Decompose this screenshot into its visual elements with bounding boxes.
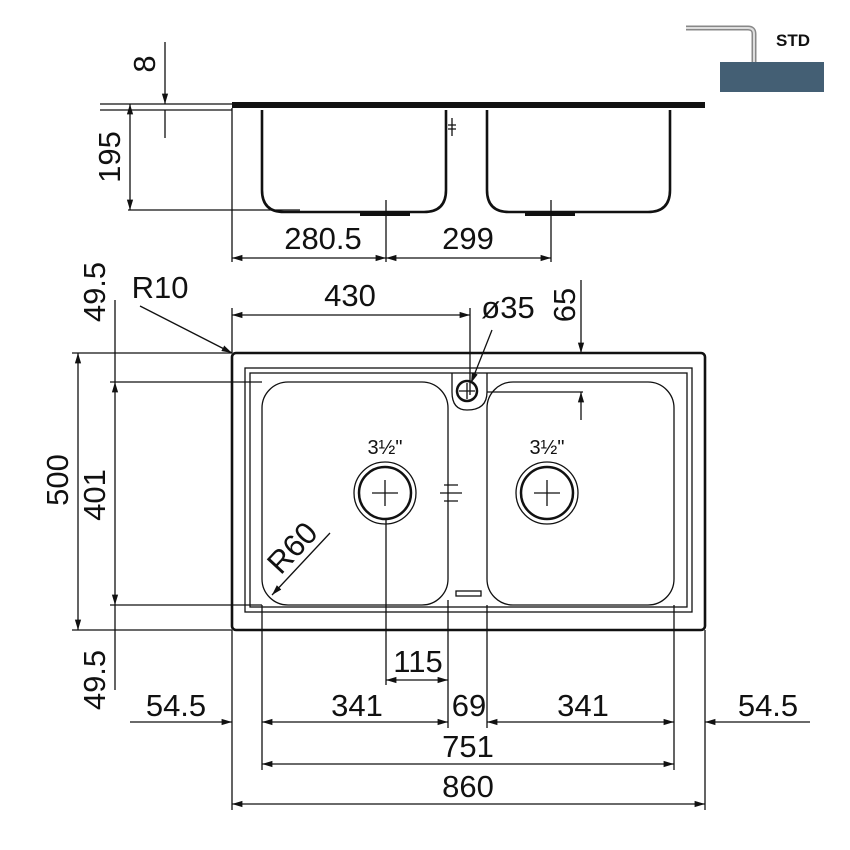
std-label: STD <box>776 31 810 50</box>
right-bowl <box>486 381 675 606</box>
bottom-margin-dim: 49.5 <box>77 650 112 710</box>
tap-hole-depth-dim: 65 <box>547 288 582 322</box>
right-drain-icon <box>515 461 579 525</box>
left-margin-dim: 54.5 <box>146 688 206 723</box>
left-drain-icon <box>353 461 417 525</box>
countertop-swatch <box>720 62 824 92</box>
left-bowl-width-dim: 341 <box>331 688 383 723</box>
overall-depth-dim: 500 <box>40 454 75 506</box>
left-drain-size: 3½" <box>368 437 403 459</box>
right-drain-size: 3½" <box>530 437 565 459</box>
left-bowl-profile <box>260 110 448 214</box>
divider-width-dim: 69 <box>452 688 486 723</box>
side-view: 8 195 280.5 299 <box>92 42 705 262</box>
std-installation-icon: STD <box>686 25 824 92</box>
top-view: 3½" 3½" R10 R60 430 ø35 65 500 401 49.5 … <box>40 262 810 810</box>
drain-to-center-dim: 115 <box>393 644 442 679</box>
right-margin-dim: 54.5 <box>738 688 798 723</box>
bowls-total-width-dim: 751 <box>442 729 494 764</box>
left-drain-offset-dim: 280.5 <box>284 221 362 256</box>
depth-dim: 195 <box>92 131 127 183</box>
top-margin-dim: 49.5 <box>77 262 112 322</box>
overflow-slot <box>455 590 482 597</box>
drain-spacing-dim: 299 <box>442 221 494 256</box>
tap-hole-icon <box>451 373 488 411</box>
bowl-depth-dim: 401 <box>77 469 112 521</box>
flange-thickness-dim: 8 <box>127 55 162 72</box>
tap-hole-offset-dim: 430 <box>324 278 376 313</box>
right-bowl-width-dim: 341 <box>557 688 609 723</box>
overall-width-dim: 860 <box>442 769 494 804</box>
right-bowl-profile <box>485 110 672 214</box>
corner-radius-dim: R10 <box>132 270 189 305</box>
bowl-radius-dim: R60 <box>260 515 324 580</box>
tap-hole-diameter-dim: ø35 <box>481 290 534 325</box>
